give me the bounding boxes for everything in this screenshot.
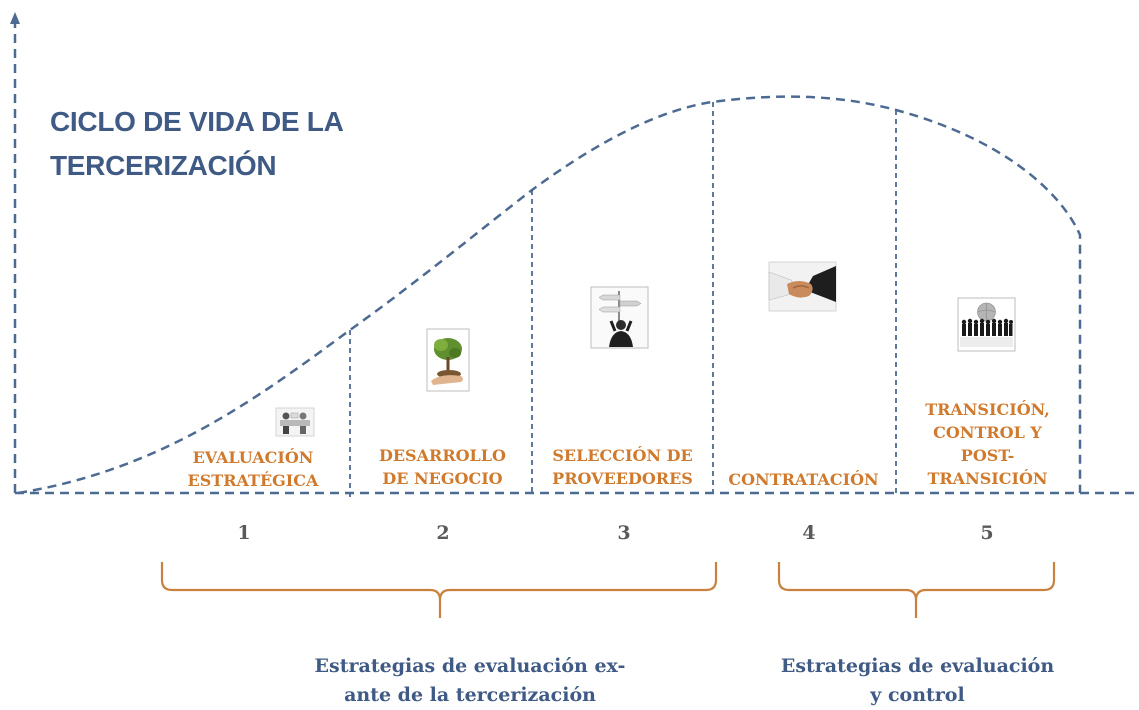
- stage-label-line: CONTROL Y: [933, 423, 1042, 442]
- signpost-person-icon: [590, 286, 649, 349]
- lifecycle-curve: [17, 95, 1082, 495]
- stage-label-line: CONTRATACIÓN: [728, 470, 879, 489]
- stage-label-contratacion: CONTRATACIÓN: [716, 468, 891, 491]
- stage-label-transicion: TRANSICIÓN, CONTROL Y POST- TRANSICIÓN: [900, 398, 1075, 490]
- group-label-line: y control: [870, 684, 965, 706]
- stage-label-line: SELECCIÓN DE: [552, 446, 693, 465]
- group-label-line: ante de la tercerización: [344, 684, 596, 706]
- stage-label-desarrollo: DESARROLLO DE NEGOCIO: [355, 444, 530, 490]
- handshake-icon: [768, 261, 837, 312]
- stage-label-line: DESARROLLO: [378, 446, 506, 465]
- brace-ex-ante: [160, 562, 718, 618]
- stage-label-line: TRANSICIÓN: [927, 469, 1048, 488]
- group-label-line: Estrategias de evaluación: [780, 655, 1055, 677]
- stage-label-line: TRANSICIÓN,: [925, 400, 1050, 419]
- plant-in-hand-icon: [426, 328, 470, 392]
- stage-number-3: 3: [617, 522, 631, 544]
- diagram-title: CICLO DE VIDA DE LA TERCERIZACIÓN: [50, 100, 344, 188]
- title-line-2: TERCERIZACIÓN: [50, 150, 277, 181]
- stage-number-4: 4: [802, 522, 816, 544]
- stage-label-line: EVALUACIÓN: [192, 448, 314, 467]
- group-label-ex-ante: Estrategias de evaluación ex- ante de la…: [270, 652, 670, 710]
- stage-label-line: PROVEEDORES: [552, 469, 693, 488]
- stage-label-evaluacion: EVALUACIÓN ESTRATÉGICA: [158, 446, 348, 492]
- group-label-line: Estrategias de evaluación ex-: [314, 655, 626, 677]
- title-line-1: CICLO DE VIDA DE LA: [50, 106, 344, 137]
- stage-number-1: 1: [237, 522, 251, 544]
- stage-label-line: ESTRATÉGICA: [187, 471, 319, 490]
- stage-number-2: 2: [436, 522, 450, 544]
- group-label-control: Estrategias de evaluación y control: [760, 652, 1075, 710]
- brace-control: [777, 562, 1056, 618]
- y-axis-arrowhead: [10, 12, 20, 24]
- stage-label-seleccion: SELECCIÓN DE PROVEEDORES: [535, 444, 710, 490]
- stage-number-5: 5: [980, 522, 994, 544]
- meeting-icon: [275, 407, 315, 437]
- stage-label-line: DE NEGOCIO: [382, 469, 503, 488]
- stage-label-line: POST-: [960, 446, 1015, 465]
- team-globe-icon: [957, 297, 1016, 352]
